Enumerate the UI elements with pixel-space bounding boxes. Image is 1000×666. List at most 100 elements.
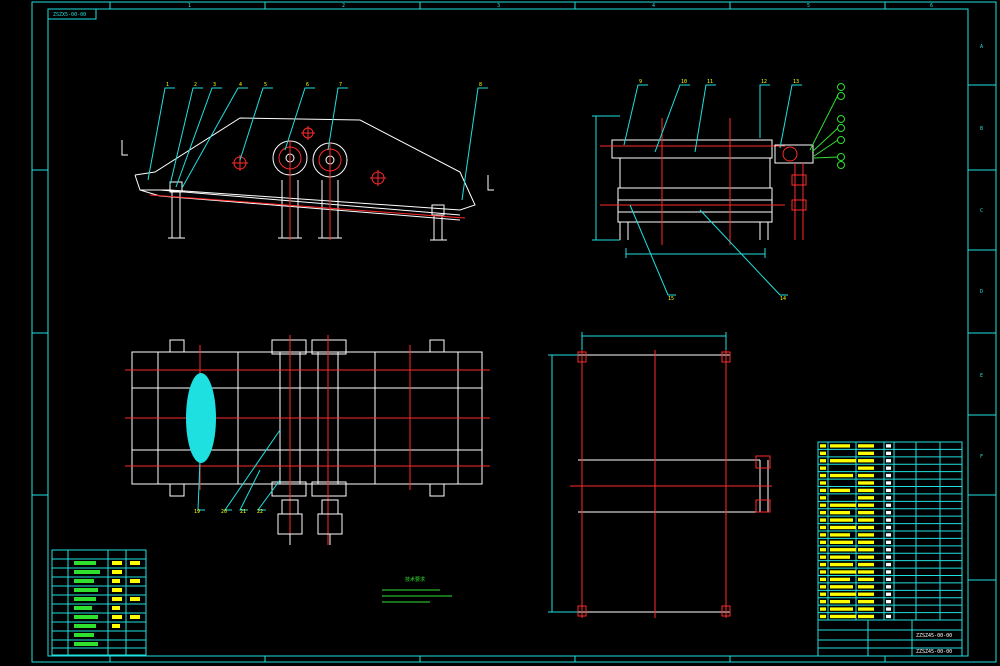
side-leader-label: 6 [306, 82, 309, 88]
tech-req-title: 技术要求 [405, 576, 425, 583]
zone-col-label: 4 [652, 3, 655, 9]
bom-cell-text [820, 473, 826, 478]
end-leader-label: 9 [639, 79, 642, 85]
end-leader-label: 12 [761, 79, 767, 85]
bom-cell-text [820, 562, 826, 567]
bom-cell-text [858, 577, 874, 582]
title-code-a: ZZSZ45-00-00 [916, 633, 952, 639]
plan-view: 19 20 21 22 [125, 335, 490, 545]
bom-cell-text [886, 607, 891, 611]
zone-col-label: 3 [497, 3, 500, 9]
outer-frame [31, 1, 997, 663]
bom-cell-text [830, 607, 853, 611]
foundation-view [548, 332, 772, 618]
bom-cell-text [820, 592, 826, 596]
bom-cell-text [830, 562, 853, 567]
end-leader-label: 14 [780, 296, 786, 302]
bom-cell-text [858, 510, 874, 515]
bom-cell-text [830, 592, 856, 596]
bom-cell-text [886, 503, 891, 507]
bom-cell-text [858, 518, 874, 522]
bom-cell-text [830, 444, 850, 448]
zone-row-label: F [980, 454, 983, 460]
bom-cell-text [820, 533, 826, 537]
bom-cell-text [830, 503, 856, 507]
side-leader-label: 3 [213, 82, 216, 88]
bom-cell-text [830, 525, 856, 530]
parameter-table [51, 549, 147, 656]
end-leader-label: 13 [793, 79, 799, 85]
bom-cell-text [830, 510, 850, 515]
bom-cell-text [830, 585, 853, 589]
end-leader-label: 10 [681, 79, 687, 85]
bom-cell-text [886, 459, 891, 463]
bom-cell-text [858, 614, 874, 619]
bom-cell-text [858, 540, 874, 544]
bom-cell-text [830, 570, 856, 574]
bom-cell-text [820, 518, 826, 522]
bom-cell-text [820, 459, 826, 463]
bom-cell-text [830, 548, 856, 552]
bom-cell-text [858, 533, 874, 537]
side-leader-label: 5 [264, 82, 267, 88]
bom-cell-text [886, 562, 891, 567]
code-box-top [47, 8, 97, 20]
bom-cell-text [820, 555, 826, 559]
bom-cell-text [858, 555, 874, 559]
bom-cell-text [820, 548, 826, 552]
bom-cell-text [858, 592, 874, 596]
zone-labels: 1 2 3 4 5 6 A B C D E F [188, 3, 983, 460]
side-leader-label: 2 [194, 82, 197, 88]
zone-row-label: B [980, 126, 983, 132]
bom-cell-text [830, 555, 850, 559]
end-view: 9 10 11 12 13 15 14 [592, 79, 845, 302]
bom-cell-text [886, 473, 891, 478]
bom-cell-text [886, 585, 891, 589]
tech-requirements: 技术要求 [382, 576, 452, 603]
bom-cell-text [858, 503, 874, 507]
bom-cell-text [820, 503, 826, 507]
bom-cell-text [886, 518, 891, 522]
bom-cell-text [858, 488, 874, 493]
bom-cell-text [820, 614, 826, 619]
bom-cell-text [820, 577, 826, 582]
plan-leader-label: 19 [194, 509, 200, 515]
zone-row-label: C [980, 208, 983, 214]
bom-cell-text [830, 488, 850, 493]
bom-cell-text [886, 525, 891, 530]
bom-cell-text [820, 496, 826, 500]
bill-of-materials [817, 441, 963, 621]
bom-cell-text [820, 570, 826, 574]
side-leader-label: 7 [339, 82, 342, 88]
zone-row-label: E [980, 373, 983, 379]
zone-col-label: 6 [930, 3, 933, 9]
zone-row-label: D [980, 289, 983, 295]
bom-cell-text [886, 533, 891, 537]
title-code-b: ZZSZ45-00-00 [916, 649, 952, 655]
bom-cell-text [820, 585, 826, 589]
bom-cell-text [858, 570, 874, 574]
bom-cell-text [858, 466, 874, 470]
bom-cell-text [886, 496, 891, 500]
screen-mesh-hatch [186, 373, 216, 463]
bom-cell-text [886, 451, 891, 455]
bom-cell-text [830, 614, 856, 619]
bom-cell-text [830, 540, 853, 544]
side-leader-label: 4 [239, 82, 242, 88]
plan-leader-label: 22 [257, 509, 263, 515]
bom-cell-text [820, 488, 826, 493]
bom-cell-text [858, 451, 874, 455]
bom-cell-text [830, 599, 850, 604]
bom-cell-text [858, 525, 874, 530]
bom-cell-text [830, 577, 850, 582]
bom-cell-text [820, 481, 826, 485]
end-leader-label: 11 [707, 79, 713, 85]
bom-cell-text [830, 518, 853, 522]
bom-cell-text [820, 599, 826, 604]
bom-cell-text [886, 614, 891, 619]
bom-cell-text [858, 548, 874, 552]
side-leader-label: 8 [479, 82, 482, 88]
side-view: 1 2 3 4 5 6 7 8 [121, 82, 494, 241]
bom-cell-text [886, 488, 891, 493]
bom-cell-text [820, 451, 826, 455]
